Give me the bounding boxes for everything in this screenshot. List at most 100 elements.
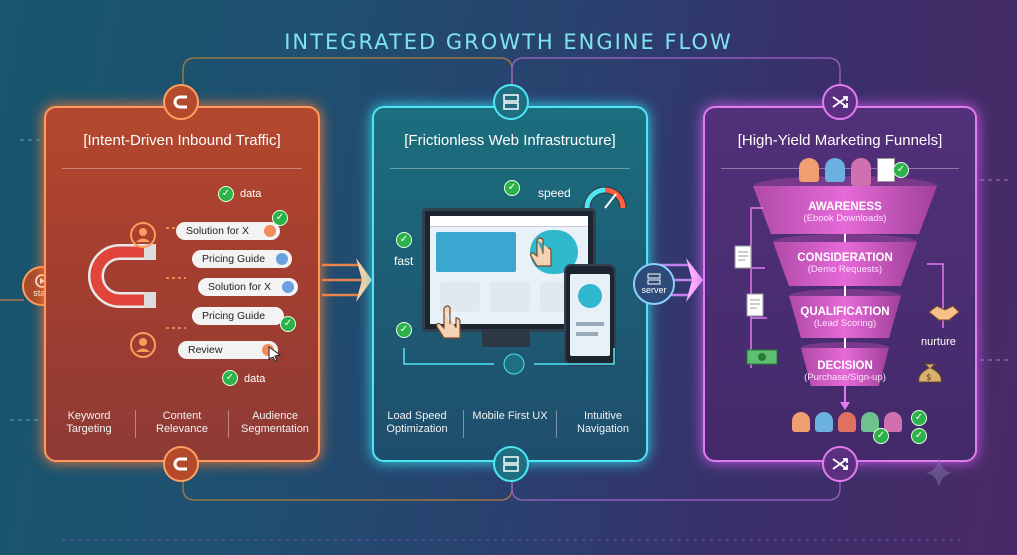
divider xyxy=(390,168,630,169)
text-line xyxy=(576,322,604,326)
funnel-stage-awareness: AWARENESS (Ebook Downloads) xyxy=(765,201,925,224)
money-bag-icon: $ xyxy=(918,363,942,383)
panel-footer: Keyword Targeting Content Relevance Audi… xyxy=(46,410,318,438)
stage-name: CONSIDERATION xyxy=(797,252,893,264)
person-icon xyxy=(838,412,856,432)
magnet-badge xyxy=(163,84,199,120)
nurture-label: nurture xyxy=(921,336,956,348)
funnel-stage-qualification: QUALIFICATION (Lead Scoring) xyxy=(765,306,925,329)
server-icon xyxy=(647,273,661,285)
data-label: data xyxy=(240,188,262,200)
shuffle-badge xyxy=(822,84,858,120)
check-icon: ✓ xyxy=(222,370,238,386)
mobile-phone xyxy=(564,264,616,366)
person-icon xyxy=(825,158,845,182)
footer-item: Content Relevance xyxy=(156,410,208,435)
check-icon: ✓ xyxy=(218,186,234,202)
server-badge xyxy=(493,84,529,120)
person-icon xyxy=(815,412,833,432)
hero-banner xyxy=(436,232,516,272)
document-icon xyxy=(734,245,752,269)
search-icon xyxy=(264,225,276,237)
text-line xyxy=(576,332,598,336)
footer-item: Intuitive Navigation xyxy=(577,410,629,435)
svg-text:$: $ xyxy=(926,373,932,383)
check-icon: ✓ xyxy=(873,428,889,444)
tag-label: Pricing Guide xyxy=(202,310,266,322)
panel-title: [High-Yield Marketing Funnels] xyxy=(737,132,943,149)
tag-label: Review xyxy=(188,344,223,356)
panel-web-infrastructure: [Frictionless Web Infrastructure] ✓ spee… xyxy=(372,106,648,462)
search-icon xyxy=(282,281,294,293)
person-icon xyxy=(799,158,819,182)
panel-inbound-traffic: [Intent-Driven Inbound Traffic] Solution… xyxy=(44,106,320,462)
check-icon: ✓ xyxy=(911,428,927,444)
search-icon xyxy=(276,253,288,265)
shuffle-icon xyxy=(832,96,848,108)
divider xyxy=(463,410,464,438)
check-icon: ✓ xyxy=(504,180,520,196)
panel-footer: Load Speed Optimization Mobile First UX … xyxy=(374,410,646,438)
server-node: server xyxy=(633,263,675,305)
monitor-stand xyxy=(482,329,530,347)
check-icon: ✓ xyxy=(911,410,927,426)
feature-card xyxy=(490,282,530,312)
document-icon xyxy=(746,293,764,317)
cash-icon xyxy=(746,349,778,365)
handshake-icon xyxy=(928,305,960,321)
server-label: server xyxy=(641,285,667,295)
tag-label: Pricing Guide xyxy=(202,253,266,265)
target-user-icon xyxy=(130,332,156,358)
search-tag: Pricing Guide xyxy=(192,250,292,268)
stage-sub: (Purchase/Sign-up) xyxy=(804,372,886,383)
divider xyxy=(62,168,302,169)
server-icon xyxy=(503,94,519,110)
magnet-icon xyxy=(173,95,187,109)
person-icon xyxy=(884,412,902,432)
magnet-badge xyxy=(163,446,199,482)
stage-sub: (Ebook Downloads) xyxy=(803,213,887,224)
speedometer-icon xyxy=(583,186,627,209)
search-tag: Solution for X xyxy=(198,278,298,296)
person-icon xyxy=(851,158,871,186)
footer-item: Mobile First UX xyxy=(472,410,548,422)
tag-label: Solution for X xyxy=(208,281,272,293)
check-icon: ✓ xyxy=(396,322,412,338)
cursor-icon xyxy=(268,346,282,362)
search-tag: Solution for X xyxy=(176,222,280,240)
customer-group xyxy=(787,412,907,436)
tag-label: Solution for X xyxy=(186,225,250,237)
footer-item: Keyword Targeting xyxy=(66,410,112,435)
target-user-icon xyxy=(130,222,156,248)
play-button-graphic xyxy=(578,284,602,308)
divider xyxy=(135,410,136,438)
fast-label: fast xyxy=(394,254,414,268)
search-tag: Review xyxy=(178,341,278,359)
person-icon xyxy=(861,412,879,432)
check-icon: ✓ xyxy=(396,232,412,248)
funnel-stage-consideration: CONSIDERATION (Demo Requests) xyxy=(765,252,925,275)
funnel-stage-decision: DECISION (Purchase/Sign-up) xyxy=(765,360,925,383)
start-label: start xyxy=(33,288,51,298)
speed-label: speed xyxy=(538,186,571,200)
footer-item: Load Speed Optimization xyxy=(386,410,448,435)
person-icon xyxy=(792,412,810,432)
server-icon xyxy=(503,456,519,472)
panel-title: [Intent-Driven Inbound Traffic] xyxy=(83,132,281,149)
data-label: data xyxy=(244,373,266,385)
server-badge xyxy=(493,446,529,482)
site-nav xyxy=(430,216,588,227)
shuffle-badge xyxy=(822,446,858,482)
sparkle-icon xyxy=(926,458,952,488)
divider xyxy=(228,410,229,438)
check-icon: ✓ xyxy=(272,210,288,226)
magnet-icon xyxy=(173,457,187,471)
mobile-preview xyxy=(570,274,610,356)
audience-group xyxy=(797,158,897,188)
check-icon: ✓ xyxy=(893,162,909,178)
hand-pointer-icon xyxy=(436,305,461,339)
stage-sub: (Lead Scoring) xyxy=(813,318,877,329)
panel-title: [Frictionless Web Infrastructure] xyxy=(404,132,616,149)
divider xyxy=(556,410,557,438)
stage-name: DECISION xyxy=(817,360,873,372)
